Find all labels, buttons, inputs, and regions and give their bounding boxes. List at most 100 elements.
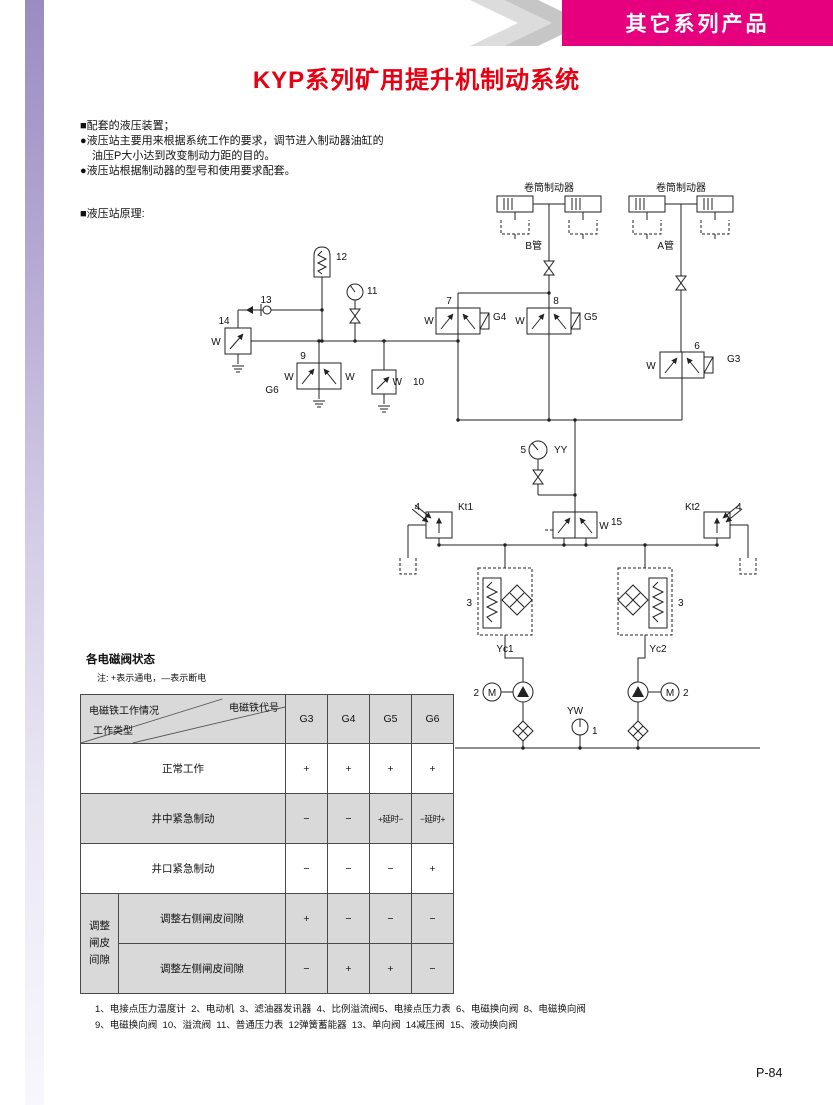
drain-symbol (231, 365, 245, 373)
label-12: 12 (336, 252, 348, 263)
diagonal-lines (81, 698, 285, 743)
pipe-network (237, 203, 760, 749)
table-title: 各电磁阀状态 (86, 654, 155, 666)
cell-value: − (327, 793, 370, 844)
pilot-valve-15 (553, 512, 597, 538)
accumulator-12 (313, 246, 331, 278)
spring-symbol: W (515, 316, 525, 327)
diagram-labels: 卷筒制动器 卷筒制动器 B管 A管 12 11 13 14 9 G6 10 7 … (211, 181, 742, 737)
label-14: 14 (218, 316, 230, 327)
solenoid-state-table: 电磁铁工作情况 电磁铁代号 工作类型 G3 G4 G5 G6 正常工作 + + … (80, 694, 454, 994)
left-gradient-strip (25, 0, 44, 1105)
header-code: 电磁铁代号 (229, 703, 279, 714)
intro-line: 油压P大小达到改变制动力距的目的。 (92, 150, 276, 162)
footnotes: 1、电接点压力温度计 2、电动机 3、滤油器发讯器 4、比例溢流阀5、电接点压力… (95, 1002, 586, 1034)
label-2: 2 (473, 688, 479, 699)
pipe-b-label: B管 (525, 239, 542, 252)
drum-brake-label: 卷筒制动器 (656, 181, 706, 194)
proportional-valve-kt2 (703, 504, 743, 539)
cell-value: +延时− (369, 793, 412, 844)
label-3: 3 (678, 598, 684, 609)
page-number: P-84 (756, 1066, 783, 1080)
proportional-valve-kt1 (411, 504, 453, 539)
row-label: 井中紧急制动 (80, 793, 286, 844)
table-header-diagonal-cell: 电磁铁工作情况 电磁铁代号 工作类型 (80, 694, 286, 744)
drum-brake-label: 卷筒制动器 (524, 181, 574, 194)
intro-line: ●液压站主要用来根据系统工作的要求，调节进入制动器油缸的 (80, 135, 384, 147)
label-3: 3 (466, 598, 472, 609)
cell-value: + (327, 743, 370, 794)
drain-symbol (312, 400, 326, 408)
table-row: 井中紧急制动 − − +延时− −延时+ (80, 793, 454, 844)
column-header-g5: G5 (369, 694, 412, 744)
footnote-line: 9、电磁换向阀 10、溢流阀 11、普通压力表 12弹簧蓄能器 13、单向阀 1… (95, 1020, 518, 1031)
cell-value: − (411, 893, 454, 944)
label-kt1: Kt1 (458, 502, 473, 513)
label-g4: G4 (493, 312, 507, 323)
table-note: 注: +表示通电，—表示断电 (97, 673, 207, 683)
spring-symbol: W (599, 521, 609, 532)
pressure-gauge-5-yy (528, 440, 548, 460)
label-11: 11 (367, 286, 378, 297)
check-valve-13 (246, 304, 272, 316)
motor-symbol: M (488, 688, 496, 699)
spring-symbol: W (284, 372, 294, 383)
solenoid-valve-7-g4 (436, 308, 480, 334)
label-g6: G6 (265, 385, 279, 396)
spring-symbol: W (345, 372, 355, 383)
solenoid-valve-9-g6 (297, 363, 341, 389)
table-row: 调整闸皮间隙 调整右侧闸皮间隙 + − − − (80, 893, 454, 994)
junction-dots (317, 291, 719, 750)
solenoid-valve-6-g3 (660, 352, 704, 378)
shutoff-valve (675, 275, 687, 291)
group-label: 调整闸皮间隙 (80, 893, 119, 994)
reducing-valve-14 (224, 327, 252, 355)
spring-symbol: W (424, 316, 434, 327)
label-g5: G5 (584, 312, 598, 323)
table-row: 井口紧急制动 − − − + (80, 843, 454, 894)
column-header-g3: G3 (285, 694, 328, 744)
footnote-line: 1、电接点压力温度计 2、电动机 3、滤油器发讯器 4、比例溢流阀5、电接点压力… (95, 1004, 586, 1015)
label-yy: YY (554, 445, 568, 456)
row-label: 调整右侧闸皮间隙 (118, 893, 286, 944)
label-9: 9 (300, 351, 306, 362)
label-10: 10 (413, 377, 425, 388)
row-label: 正常工作 (80, 743, 286, 794)
tank-symbol (739, 557, 757, 575)
table-row: 正常工作 + + + + (80, 743, 454, 794)
principle-heading: ■液压站原理: (80, 208, 145, 220)
label-yc1: Yc1 (496, 644, 514, 655)
label-g3: G3 (727, 354, 741, 365)
suction-filter (627, 720, 649, 742)
label-13: 13 (260, 295, 272, 306)
cell-value: + (369, 743, 412, 794)
series-banner: 其它系列产品 (562, 0, 833, 46)
cell-value: − (285, 793, 328, 844)
hydraulic-diagram: 卷筒制动器 卷筒制动器 B管 A管 12 11 13 14 9 G6 10 7 … (211, 181, 760, 750)
cell-value: − (411, 943, 454, 994)
solenoid-actuators (479, 312, 714, 374)
label-2: 2 (683, 688, 689, 699)
suction-filter (512, 720, 534, 742)
intro-line: ■配套的液压装置； (80, 120, 175, 132)
spring-symbol: W (211, 337, 221, 348)
shutoff-valve (349, 308, 361, 324)
cell-value: − (327, 893, 370, 944)
motor-pump-left (482, 681, 534, 703)
cell-value: − (327, 843, 370, 894)
intro-line: ●液压站根据制动器的型号和使用要求配套。 (80, 165, 296, 177)
page-title: KYP系列矿用提升机制动系统 (252, 67, 581, 94)
label-1: 1 (592, 726, 598, 737)
cell-value: −延时+ (411, 793, 454, 844)
header-situation: 电磁铁工作情况 (89, 706, 159, 717)
row-label: 井口紧急制动 (80, 843, 286, 894)
column-header-g6: G6 (411, 694, 454, 744)
row-label: 调整左侧闸皮间隙 (118, 943, 286, 994)
solenoid-valve-8-g5 (527, 308, 571, 334)
cell-value: + (369, 943, 412, 994)
label-yw: YW (567, 706, 584, 717)
label-5: 5 (520, 445, 526, 456)
shutoff-valve (532, 469, 544, 485)
column-header-g4: G4 (327, 694, 370, 744)
